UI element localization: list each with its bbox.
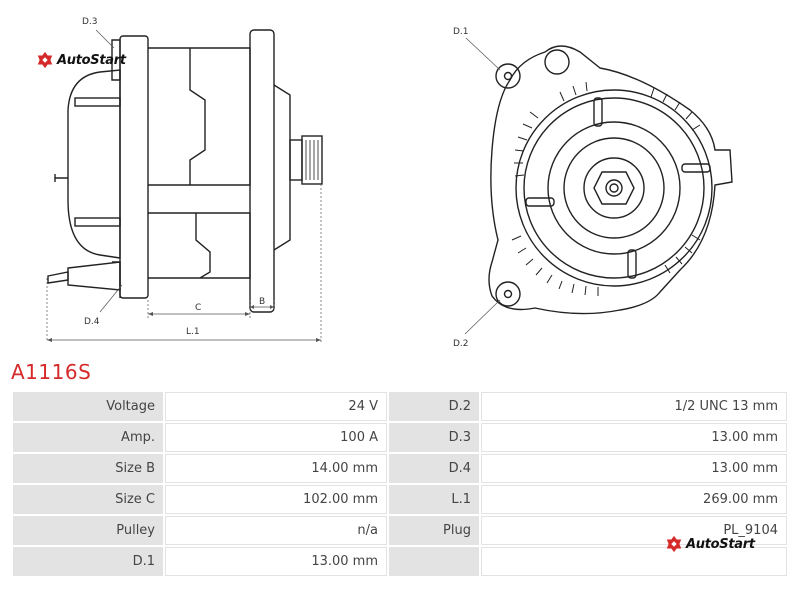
spec-value: 14.00 mm bbox=[165, 454, 387, 483]
side-view bbox=[47, 29, 323, 313]
spec-label: Size C bbox=[13, 485, 163, 514]
spec-label: Size B bbox=[13, 454, 163, 483]
spec-label: Amp. bbox=[13, 423, 163, 452]
spec-value: 13.00 mm bbox=[481, 423, 787, 452]
label-d3: D.3 bbox=[82, 17, 98, 27]
spec-value bbox=[481, 547, 787, 576]
table-row: Size C 102.00 mm L.1 269.00 mm bbox=[13, 485, 787, 514]
spec-value: 1/2 UNC 13 mm bbox=[481, 392, 787, 421]
table-row: Amp. 100 A D.3 13.00 mm bbox=[13, 423, 787, 452]
label-l1: L.1 bbox=[186, 327, 200, 337]
autostart-logo-icon bbox=[37, 51, 53, 69]
spec-value: 13.00 mm bbox=[481, 454, 787, 483]
table-row: D.1 13.00 mm bbox=[13, 547, 787, 576]
front-view bbox=[488, 45, 733, 315]
spec-value: 269.00 mm bbox=[481, 485, 787, 514]
spec-value: 13.00 mm bbox=[165, 547, 387, 576]
label-d1: D.1 bbox=[453, 27, 469, 37]
spec-label: Plug bbox=[389, 516, 479, 545]
brand-logo-bottom: AutoStart bbox=[665, 535, 755, 553]
spec-table: Voltage 24 V D.2 1/2 UNC 13 mm Amp. 100 … bbox=[11, 390, 789, 578]
spec-label: D.1 bbox=[13, 547, 163, 576]
label-d4: D.4 bbox=[84, 317, 100, 327]
table-row: Voltage 24 V D.2 1/2 UNC 13 mm bbox=[13, 392, 787, 421]
spec-label: L.1 bbox=[389, 485, 479, 514]
spec-label: D.4 bbox=[389, 454, 479, 483]
table-row: Size B 14.00 mm D.4 13.00 mm bbox=[13, 454, 787, 483]
label-d2: D.2 bbox=[453, 339, 469, 349]
dimension-lines bbox=[46, 29, 322, 342]
spec-label: D.3 bbox=[389, 423, 479, 452]
spec-label bbox=[389, 547, 479, 576]
label-c: C bbox=[195, 303, 201, 313]
spec-label: Voltage bbox=[13, 392, 163, 421]
part-number: A1116S bbox=[11, 360, 92, 384]
front-view-vents bbox=[511, 81, 701, 296]
autostart-logo-icon bbox=[666, 535, 682, 553]
brand-name: AutoStart bbox=[57, 52, 126, 68]
spec-value: n/a bbox=[165, 516, 387, 545]
spec-label: Pulley bbox=[13, 516, 163, 545]
spec-value: 24 V bbox=[165, 392, 387, 421]
label-b: B bbox=[259, 297, 265, 307]
spec-value: PL_9104 bbox=[481, 516, 787, 545]
spec-label: D.2 bbox=[389, 392, 479, 421]
table-row: Pulley n/a Plug PL_9104 bbox=[13, 516, 787, 545]
brand-logo-top: AutoStart bbox=[36, 51, 126, 69]
spec-value: 102.00 mm bbox=[165, 485, 387, 514]
dimension-arrows bbox=[47, 305, 321, 342]
brand-name: AutoStart bbox=[686, 536, 755, 552]
spec-value: 100 A bbox=[165, 423, 387, 452]
alternator-drawing: D.3 D.4 C B L.1 D.1 D.2 bbox=[46, 17, 733, 349]
